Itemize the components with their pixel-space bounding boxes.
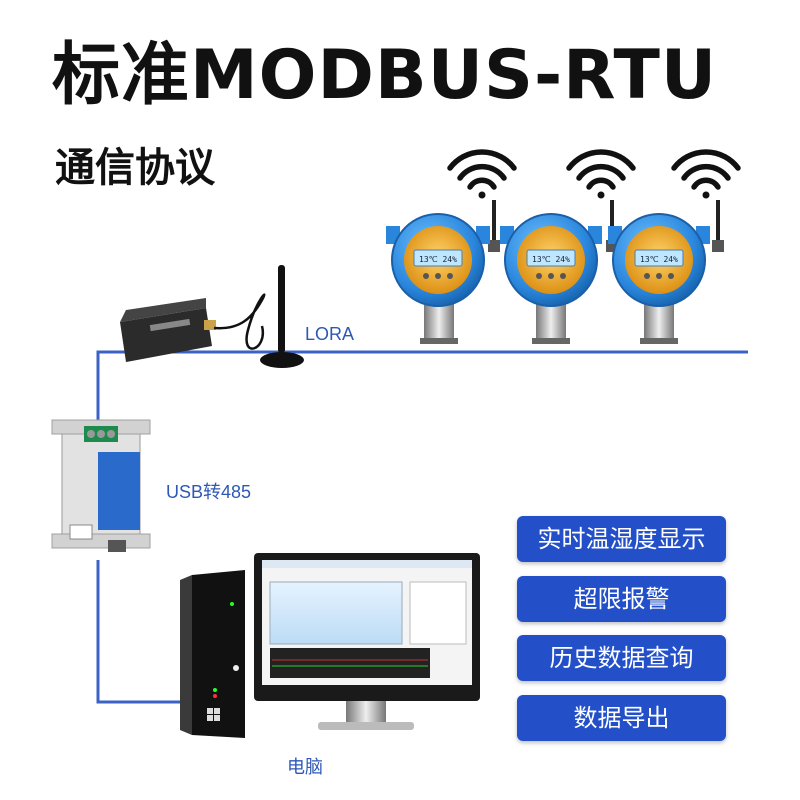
monitor — [254, 553, 480, 730]
lora-gateway — [120, 298, 216, 362]
connection-lines — [96, 350, 748, 704]
gas-detector: 13℃ 24% — [386, 200, 500, 344]
wifi-icon — [447, 149, 741, 199]
gas-detector: 13℃ 24% — [608, 200, 724, 344]
pc-tower — [180, 570, 245, 738]
gas-detector: 13℃ 24% — [500, 200, 618, 344]
detector-display: 13℃ 24% — [419, 255, 457, 264]
feature-button-realtime: 实时温湿度显示 — [517, 516, 726, 562]
windows-logo-icon — [207, 708, 220, 721]
usb-485-converter — [51, 419, 151, 552]
feature-button-alarm: 超限报警 — [517, 576, 726, 622]
lora-label: LORA — [305, 324, 355, 344]
computer-label: 电脑 — [287, 757, 323, 777]
page-subtitle: 通信协议 — [55, 145, 215, 191]
usb485-label: USB转485 — [166, 482, 252, 502]
feature-button-export: 数据导出 — [517, 695, 726, 741]
page-title: 标准MODBUS-RTU — [52, 36, 718, 115]
antenna-icon — [213, 265, 304, 368]
feature-button-history: 历史数据查询 — [517, 635, 726, 681]
detector-display: 13℃ 24% — [532, 255, 570, 264]
detector-display: 13℃ 24% — [640, 255, 678, 264]
